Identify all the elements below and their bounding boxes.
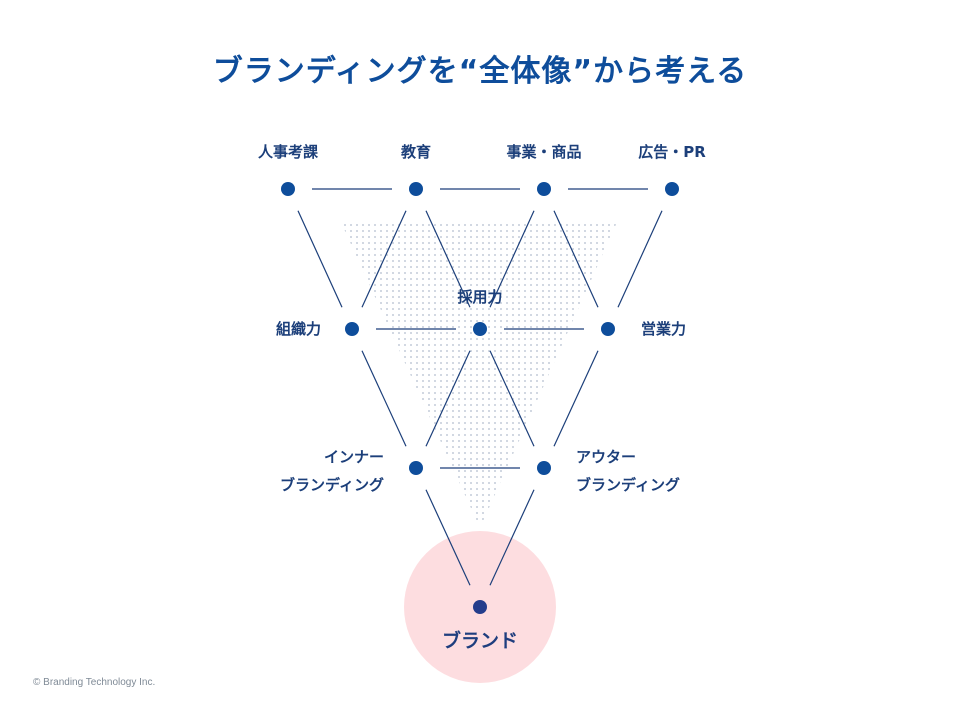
edge-ad-sales [617, 210, 663, 308]
node-edu-label-line: 教育 [400, 143, 431, 161]
edge-hr-org [297, 210, 343, 308]
edge-org-inner [361, 350, 407, 447]
node-outer-label-line: アウター [576, 448, 636, 466]
inverted-triangle-dot-fill [340, 220, 618, 528]
node-biz-dot [537, 182, 551, 196]
node-inner-label-line: インナー [324, 448, 384, 466]
node-brand-label: ブランド [442, 629, 518, 652]
node-inner-dot [409, 461, 423, 475]
node-sales-label: 営業力 [641, 320, 686, 338]
node-inner-label-line: ブランディング [280, 476, 384, 494]
node-outer-dot [537, 461, 551, 475]
node-hr-label: 人事考課 [258, 143, 319, 161]
node-hr-dot [281, 182, 295, 196]
node-outer-label-line: ブランディング [576, 476, 680, 494]
node-ad-dot [665, 182, 679, 196]
copyright-text: © Branding Technology Inc. [33, 677, 156, 688]
node-inner-label: インナーブランディング [280, 448, 384, 494]
edge-recruit-inner [425, 350, 471, 447]
node-edu-dot [409, 182, 423, 196]
node-org-label-line: 組織力 [276, 320, 321, 338]
edge-recruit-outer [489, 350, 535, 447]
node-org-dot [345, 322, 359, 336]
node-ad-label-line: 広告・PR [638, 143, 706, 161]
edge-outer-brand [489, 489, 535, 586]
node-outer-label: アウターブランディング [576, 448, 680, 494]
node-biz-label-line: 事業・商品 [506, 143, 581, 161]
node-ad-label: 広告・PR [638, 143, 706, 161]
node-recruit-dot [473, 322, 487, 336]
page-title: ブランディングを“全体像”から考える [212, 54, 748, 89]
node-brand-label-line: ブランド [442, 629, 518, 652]
edge-edu-recruit [425, 210, 471, 308]
edge-inner-brand [425, 489, 471, 586]
edge-biz-sales [553, 210, 599, 308]
node-biz-label: 事業・商品 [506, 143, 581, 161]
edges-layer [297, 188, 663, 586]
node-hr-label-line: 人事考課 [258, 143, 319, 161]
node-sales-dot [601, 322, 615, 336]
node-recruit-label: 採用力 [457, 288, 502, 306]
node-edu-label: 教育 [400, 143, 431, 161]
nodes-layer [281, 182, 679, 614]
edge-biz-recruit [489, 210, 535, 308]
node-sales-label-line: 営業力 [641, 320, 686, 338]
edge-sales-outer [553, 350, 599, 447]
node-recruit-label-line: 採用力 [457, 288, 502, 306]
node-brand-dot [473, 600, 487, 614]
edge-edu-org [361, 210, 407, 308]
node-org-label: 組織力 [276, 320, 321, 338]
labels-layer: 人事考課教育事業・商品広告・PR組織力採用力営業力インナーブランディングアウター… [258, 143, 706, 652]
